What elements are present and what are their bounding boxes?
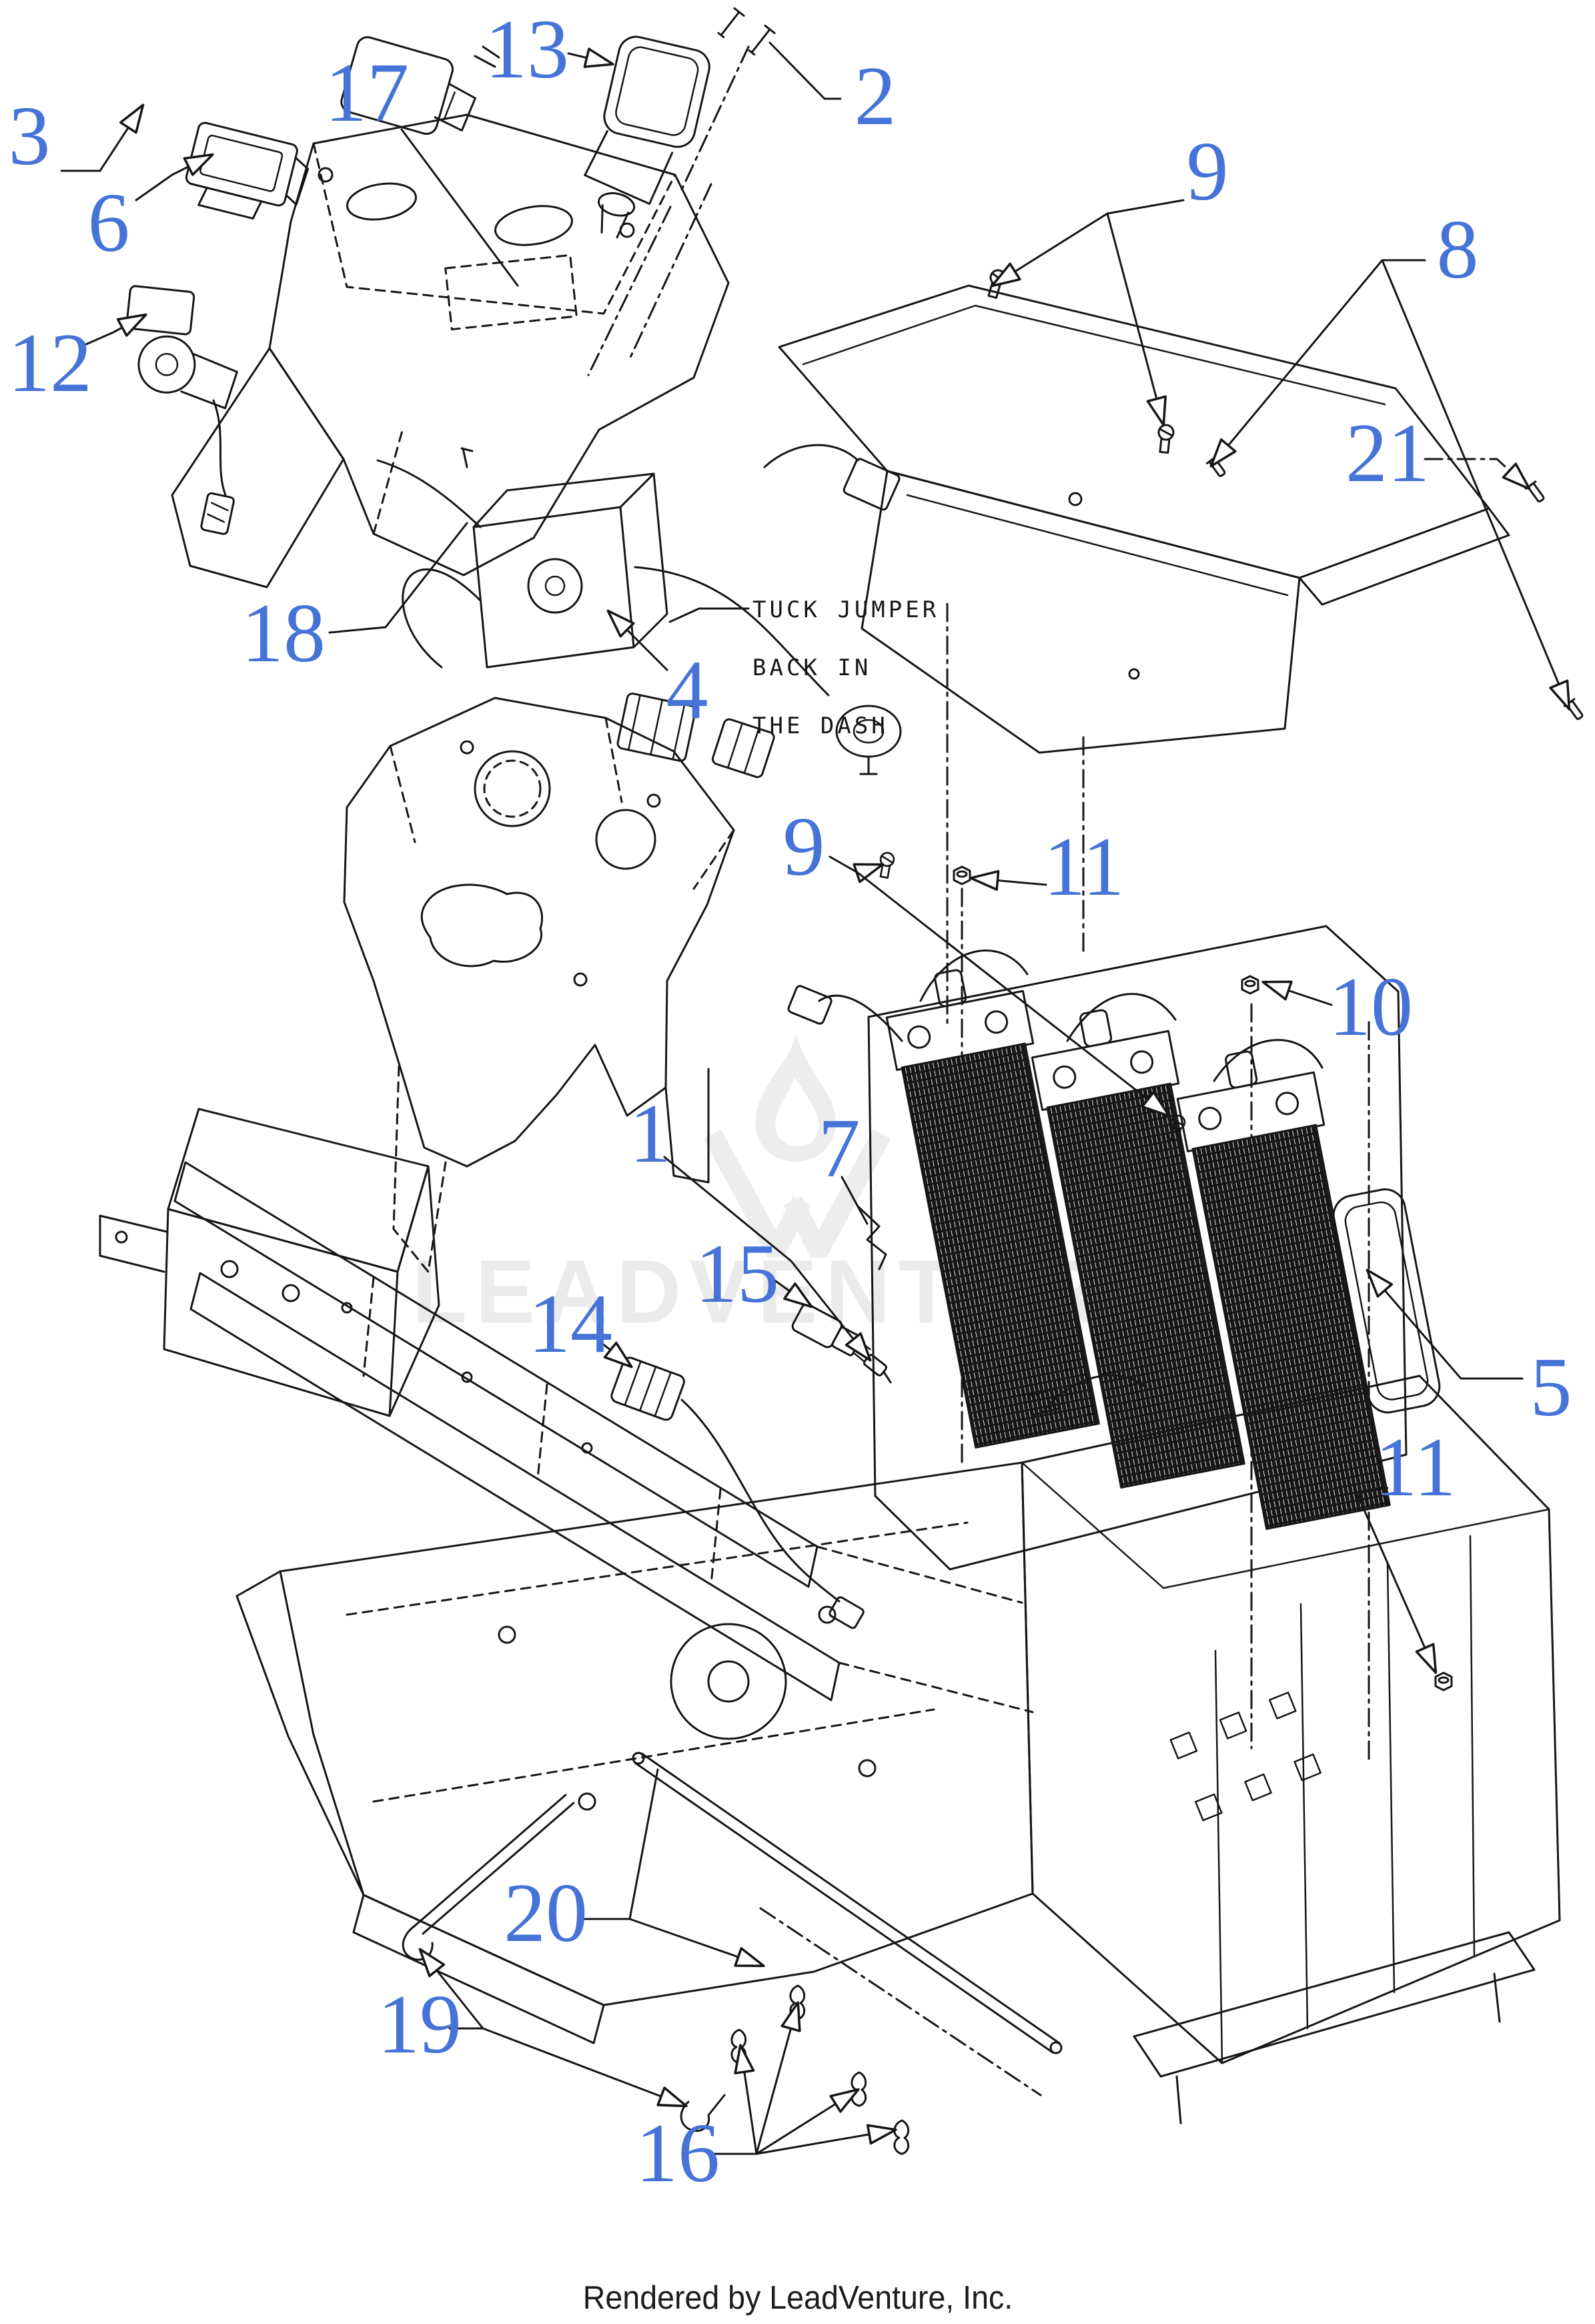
callout-15[interactable]: 15 — [695, 1228, 779, 1320]
clip-icon — [893, 2119, 910, 2155]
nut-icon — [1434, 1671, 1453, 1691]
callout-7[interactable]: 7 — [818, 1102, 861, 1195]
bracket-part-7 — [857, 1205, 887, 1270]
tie-rods-and-clips — [402, 1752, 1063, 2155]
note-line-3: THE DASH — [752, 713, 889, 740]
hook-icon — [402, 1924, 434, 1961]
callout-3[interactable]: 3 — [8, 90, 51, 183]
side-panel-part-5 — [1332, 1188, 1441, 1414]
callout-20[interactable]: 20 — [504, 1867, 588, 1960]
callout-1[interactable]: 1 — [629, 1088, 672, 1180]
callout-14[interactable]: 14 — [528, 1278, 612, 1371]
note-line-1: TUCK JUMPER — [752, 597, 940, 623]
callout-12[interactable]: 12 — [8, 317, 92, 410]
nut-icon — [953, 865, 971, 885]
nut-icon — [1241, 975, 1259, 995]
tuck-jumper-note: TUCK JUMPER BACK IN THE DASH — [752, 596, 939, 741]
note-line-2: BACK IN — [752, 655, 872, 682]
callout-2[interactable]: 2 — [854, 50, 897, 143]
callout-16[interactable]: 16 — [636, 2107, 720, 2200]
callout-18[interactable]: 18 — [241, 587, 326, 680]
wire-harness-part-4 — [376, 444, 902, 779]
hook-icon — [680, 2094, 726, 2132]
callout-11-lower[interactable]: 11 — [1375, 1421, 1456, 1514]
pin-icon — [1524, 480, 1548, 505]
leadventure-flame-v-logo — [703, 1035, 891, 1258]
lower-dash-panel — [343, 697, 735, 1273]
callout-6[interactable]: 6 — [87, 177, 130, 270]
callout-17[interactable]: 17 — [325, 47, 409, 139]
footer-credit: Rendered by LeadVenture, Inc. — [582, 2280, 1013, 2316]
battery-controller-assembly — [787, 925, 1441, 1571]
connector-part-14 — [610, 1357, 865, 1629]
callout-9-top[interactable]: 9 — [1186, 125, 1229, 218]
cover-panel-part-21 — [778, 284, 1510, 754]
left-frame-assembly — [99, 1108, 841, 1701]
screw-icon — [1155, 423, 1175, 454]
pin-icon — [1563, 698, 1586, 723]
sensor-part-15 — [791, 1303, 871, 1363]
callout-4[interactable]: 4 — [666, 644, 708, 737]
callout-11-mid[interactable]: 11 — [1043, 821, 1125, 913]
callout-5[interactable]: 5 — [1530, 1341, 1572, 1434]
callout-13[interactable]: 13 — [485, 3, 569, 96]
upper-console-part-17 — [171, 113, 730, 589]
callout-8[interactable]: 8 — [1436, 204, 1479, 296]
clip-icon — [851, 2071, 867, 2107]
battery-box-assembly — [1021, 1374, 1561, 2124]
clip-icon — [730, 2028, 747, 2064]
callout-19[interactable]: 19 — [378, 1978, 462, 2071]
key-switch-part-12 — [125, 285, 238, 535]
callout-9-mid[interactable]: 9 — [782, 801, 825, 893]
leader-lines — [60, 41, 1571, 2155]
callout-21[interactable]: 21 — [1346, 407, 1430, 500]
callout-10[interactable]: 10 — [1329, 961, 1413, 1054]
screws-part-2 — [680, 7, 776, 191]
plug-switch-part-13 — [584, 35, 712, 376]
